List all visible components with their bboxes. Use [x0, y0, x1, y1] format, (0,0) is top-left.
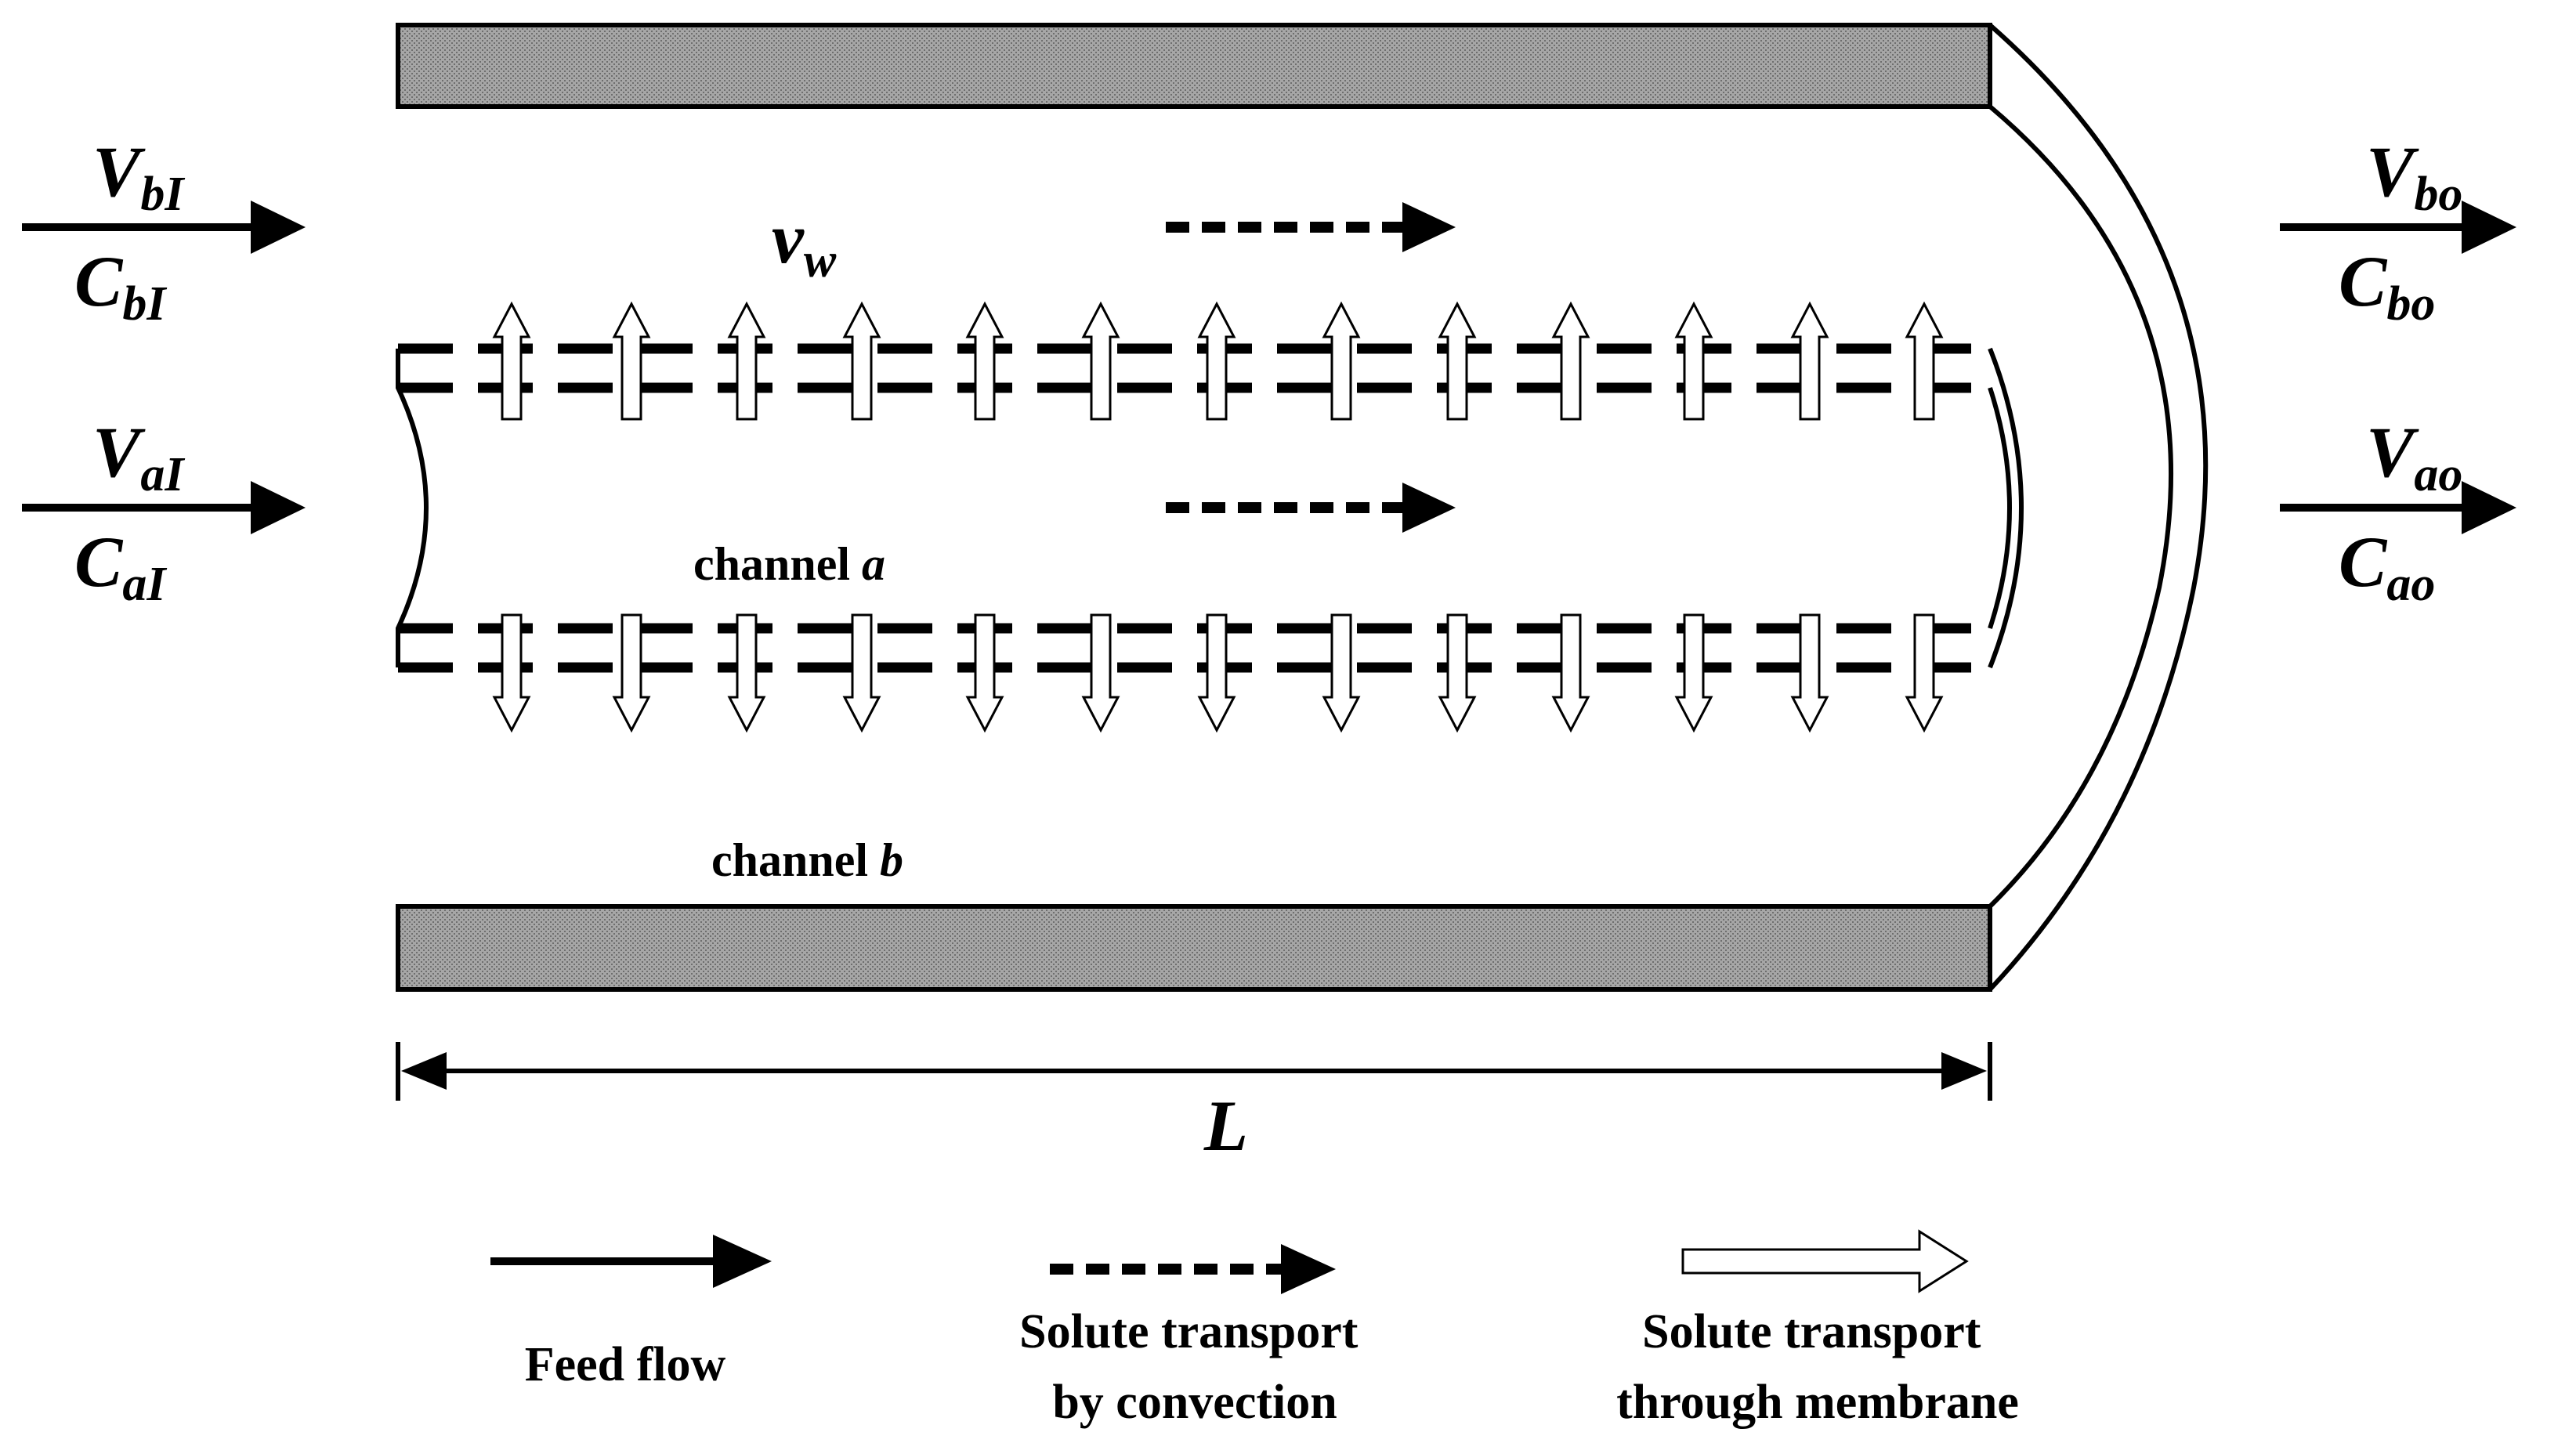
membrane-arrow-down	[492, 613, 531, 733]
inlet-arrow-a	[22, 481, 306, 534]
membrane-arrow-up	[842, 301, 881, 421]
membrane-arrow-down	[727, 613, 766, 733]
membrane-arrow-up	[1790, 301, 1829, 421]
membrane-arrow-down	[1790, 613, 1829, 733]
membrane-arrow-up	[1674, 301, 1713, 421]
membrane-arrow-down	[965, 613, 1004, 733]
inner-outlet-cap	[1988, 347, 2024, 669]
membrane-arrow-up	[1438, 301, 1477, 421]
outer-end-cap-inner	[1988, 104, 2173, 909]
membrane-arrow-down	[1197, 613, 1236, 733]
legend-feed-flow-label: Feed flow	[525, 1338, 726, 1391]
inner-outlet-cap-inner	[1988, 387, 2012, 629]
length-label: L	[1203, 1086, 1248, 1166]
outlet-conc-a-label: Cao	[2339, 522, 2435, 611]
membrane-arrow-up	[1322, 301, 1361, 421]
convection-arrow-middle	[1166, 483, 1456, 533]
legend-convection-label: Solute transport by convection	[1019, 1305, 1370, 1429]
membrane-arrow-down	[612, 613, 651, 733]
inlet-conc-a-label: CaI	[74, 522, 167, 611]
membrane-arrow-up	[965, 301, 1004, 421]
inlet-flow-b-label: VbI	[92, 132, 185, 221]
inner-inlet-cap	[396, 349, 429, 667]
membrane-arrow-up	[1197, 301, 1236, 421]
convection-arrow-top	[1166, 202, 1456, 252]
outlet-conc-b-label: Cbo	[2339, 241, 2435, 331]
outlet-flow-a-label: Vao	[2366, 412, 2462, 501]
bottom-wall	[396, 904, 1992, 992]
membrane-arrow-down	[1438, 613, 1477, 733]
channel-a-label: channel a	[693, 538, 885, 590]
membrane-arrow-up	[1905, 301, 1944, 421]
inlet-conc-b-label: CbI	[74, 241, 167, 331]
top-wall	[396, 23, 1992, 109]
membrane-arrow-down	[1551, 613, 1590, 733]
membrane-arrow-down	[1322, 613, 1361, 733]
length-dimension	[396, 1042, 1992, 1101]
outlet-arrow-a	[2280, 481, 2516, 534]
inlet-flow-a-label: VaI	[92, 412, 185, 501]
membrane-arrow-up	[1081, 301, 1120, 421]
membrane-arrow-down	[1905, 613, 1944, 733]
membrane-lower	[398, 623, 1990, 673]
membrane-arrow-up	[1551, 301, 1590, 421]
permeate-velocity-label: vw	[772, 198, 837, 288]
membrane-arrow-up	[727, 301, 766, 421]
membrane-arrow-down	[1674, 613, 1713, 733]
membrane-upper	[398, 343, 1990, 393]
outer-end-cap	[1988, 23, 2209, 992]
membrane-arrow-up	[612, 301, 651, 421]
channel-b-label: channel b	[711, 834, 903, 886]
outlet-flow-b-label: Vbo	[2366, 132, 2462, 221]
legend-membrane-label: Solute transport through membrane	[1616, 1305, 2019, 1429]
membrane-arrow-down	[842, 613, 881, 733]
legend-convection-arrow	[1050, 1244, 1336, 1294]
outlet-arrow-b	[2280, 201, 2516, 254]
legend-membrane-arrow	[1681, 1229, 1969, 1293]
inlet-arrow-b	[22, 201, 306, 254]
legend-feed-flow-arrow	[490, 1235, 772, 1288]
membrane-arrows	[492, 301, 1944, 733]
membrane-arrow-up	[492, 301, 531, 421]
membrane-arrow-down	[1081, 613, 1120, 733]
